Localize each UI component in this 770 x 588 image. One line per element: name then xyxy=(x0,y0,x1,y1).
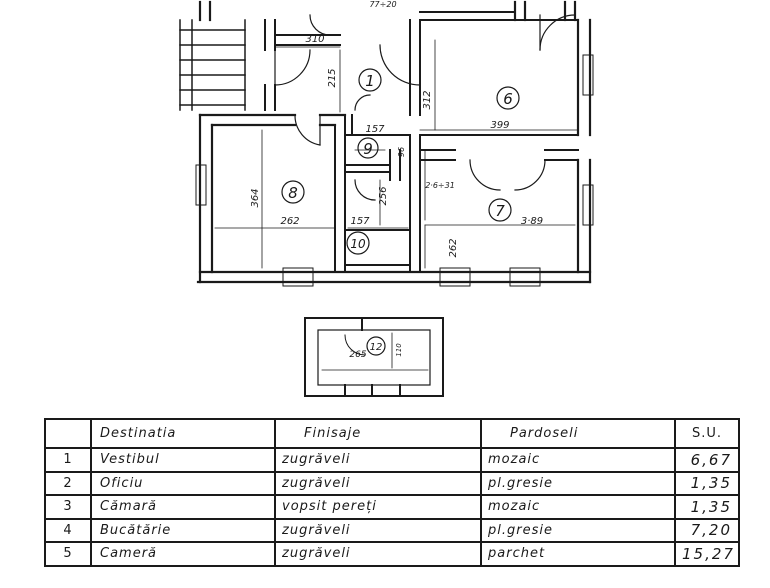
header-su: S.U. xyxy=(674,418,740,449)
interior-walls xyxy=(264,11,579,273)
room-label-1: 1 xyxy=(365,72,375,90)
row-nr: 2 xyxy=(44,470,92,496)
dim-256: 256 xyxy=(378,186,389,205)
table-row: 4 Bucătărie zugrăveli pl.gresie 7,20 xyxy=(44,517,740,543)
dim-157-upper: 157 xyxy=(365,124,385,135)
row-su: 15,27 xyxy=(674,541,740,567)
row-finisaje: zugrăveli xyxy=(274,470,482,496)
dim-side-note: 2·6÷31 xyxy=(425,181,455,190)
row-su: 6,67 xyxy=(674,447,740,473)
room-label-8: 8 xyxy=(288,184,298,202)
dim-110: 110 xyxy=(395,343,403,357)
row-finisaje: zugrăveli xyxy=(274,517,482,543)
room-label-10: 10 xyxy=(350,237,366,251)
row-finisaje: zugrăveli xyxy=(274,541,482,567)
door-swings xyxy=(274,14,576,201)
header-finisaje: Finisaje xyxy=(274,418,482,449)
table-row: 3 Cămară vopsit pereți mozaic 1,35 xyxy=(44,494,740,520)
row-destinatia: Cămară xyxy=(90,494,276,520)
dim-96: 96 xyxy=(397,147,406,157)
row-nr: 1 xyxy=(44,447,92,473)
window-marks xyxy=(195,54,594,287)
room-label-6: 6 xyxy=(503,90,513,108)
room-label-12: 12 xyxy=(370,342,383,353)
dimension-lines xyxy=(214,39,579,269)
row-destinatia: Bucătărie xyxy=(90,517,276,543)
row-su: 1,35 xyxy=(674,470,740,496)
row-destinatia: Oficiu xyxy=(90,470,276,496)
row-su: 7,20 xyxy=(674,517,740,543)
table-row: 1 Vestibul zugrăveli mozaic 6,67 xyxy=(44,447,740,473)
row-finisaje: vopsit pereți xyxy=(274,494,482,520)
annex-room xyxy=(304,317,444,397)
row-destinatia: Cameră xyxy=(90,541,276,567)
dim-310: 310 xyxy=(305,34,324,45)
room-circles xyxy=(281,68,520,356)
row-pardoseli: mozaic xyxy=(480,447,676,473)
dim-157-lower: 157 xyxy=(350,216,370,227)
header-pardoseli: Pardoseli xyxy=(480,418,676,449)
row-pardoseli: parchet xyxy=(480,541,676,567)
dim-262-room7: 262 xyxy=(448,238,459,257)
row-su: 1,35 xyxy=(674,494,740,520)
table-header-row: Destinatia Finisaje Pardoseli S.U. xyxy=(44,418,740,449)
dim-262-room8: 262 xyxy=(280,216,299,227)
room-legend-table: Destinatia Finisaje Pardoseli S.U. 1 Ves… xyxy=(44,418,740,567)
row-pardoseli: pl.gresie xyxy=(480,517,676,543)
header-nr xyxy=(44,418,92,449)
row-nr: 4 xyxy=(44,517,92,543)
row-pardoseli: mozaic xyxy=(480,494,676,520)
dim-215: 215 xyxy=(327,68,338,87)
dim-389: 3·89 xyxy=(521,216,543,227)
table-row: 5 Cameră zugrăveli parchet 15,27 xyxy=(44,541,740,567)
row-nr: 5 xyxy=(44,541,92,567)
dim-399: 399 xyxy=(490,120,509,131)
row-finisaje: zugrăveli xyxy=(274,447,482,473)
row-pardoseli: pl.gresie xyxy=(480,470,676,496)
header-destinatia: Destinatia xyxy=(90,418,276,449)
outer-walls xyxy=(196,0,592,284)
row-destinatia: Vestibul xyxy=(90,447,276,473)
dim-265: 265 xyxy=(349,350,366,360)
row-nr: 3 xyxy=(44,494,92,520)
dim-364: 364 xyxy=(250,188,261,207)
dim-312: 312 xyxy=(422,90,433,109)
table-row: 2 Oficiu zugrăveli pl.gresie 1,35 xyxy=(44,470,740,496)
room-label-7: 7 xyxy=(495,202,505,220)
staircase xyxy=(179,19,246,111)
legend-table-wrapper: Destinatia Finisaje Pardoseli S.U. 1 Ves… xyxy=(44,418,740,588)
room-label-9: 9 xyxy=(363,140,373,158)
dim-top-note: 77÷20 xyxy=(369,0,396,9)
floor-plan-drawing: 1 6 7 8 9 10 12 310 215 312 399 364 262 … xyxy=(179,0,594,397)
